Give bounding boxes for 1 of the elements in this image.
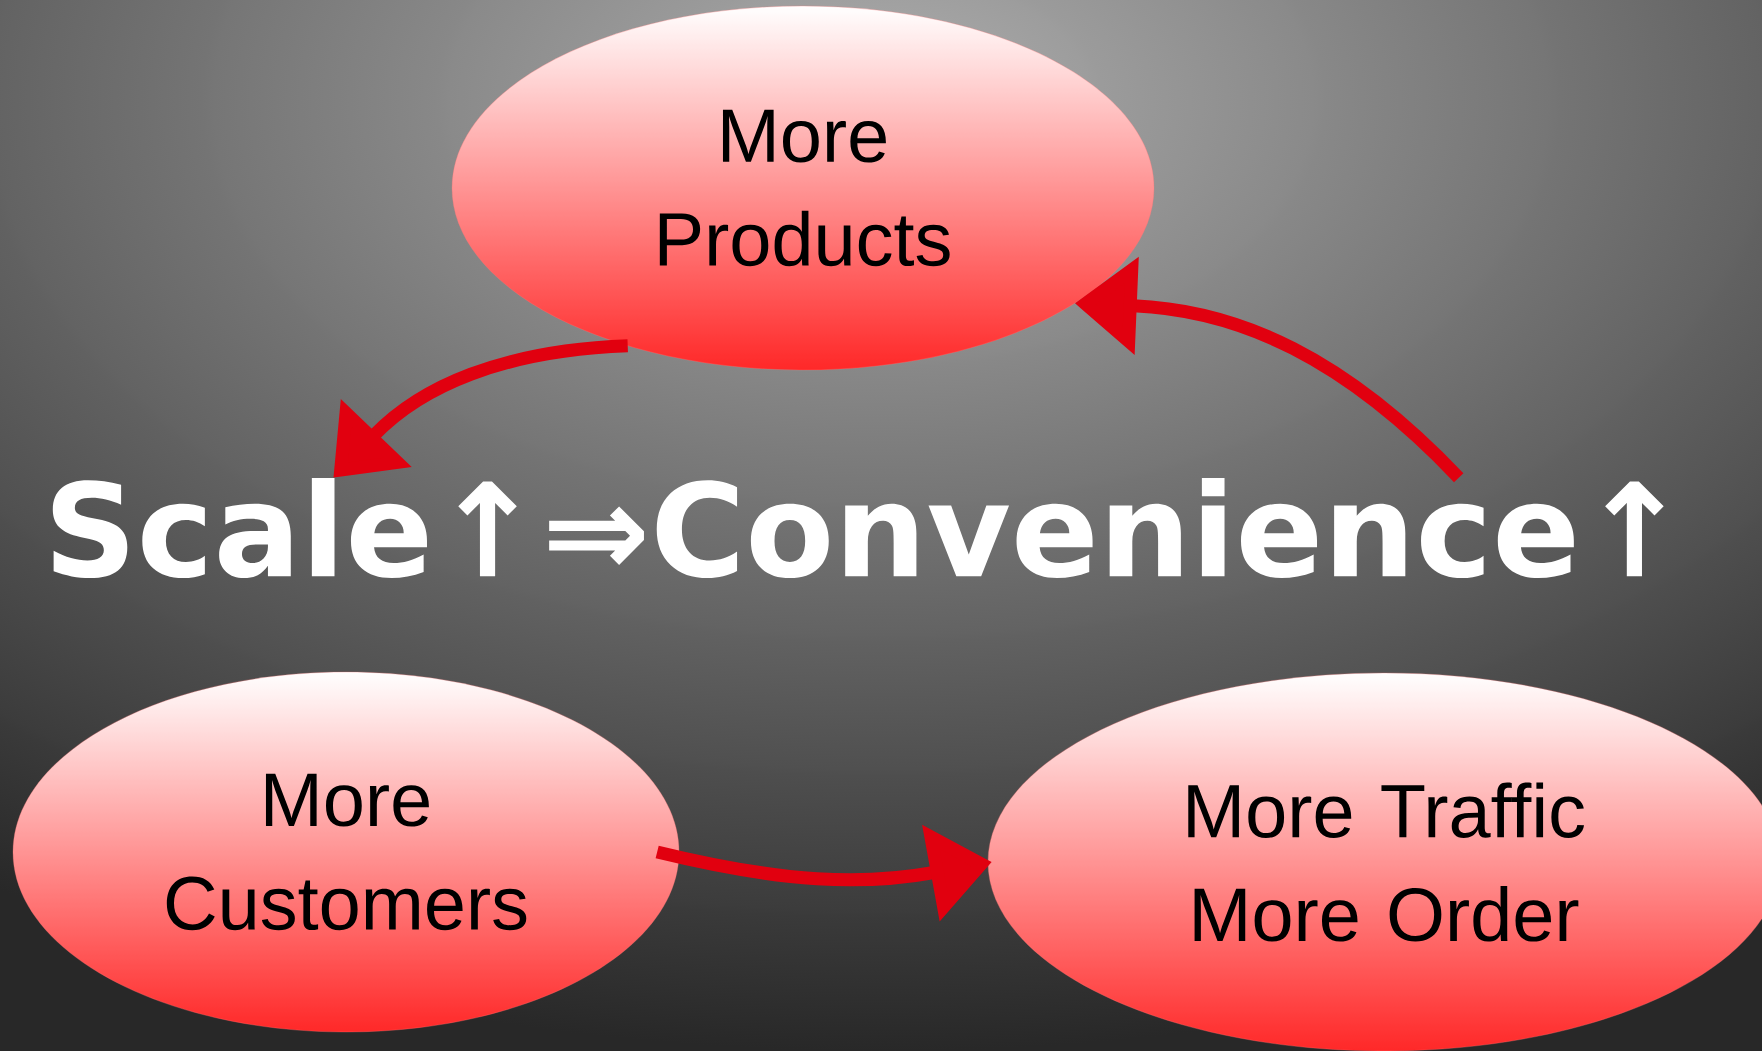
headline-text: Scale↑⇒Convenience↑ [52,477,1664,579]
